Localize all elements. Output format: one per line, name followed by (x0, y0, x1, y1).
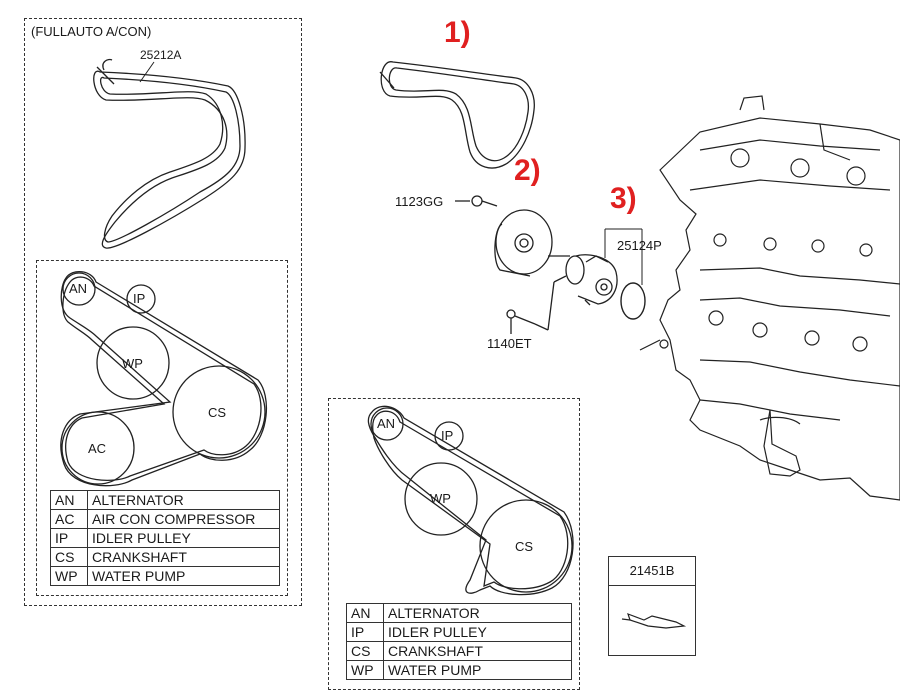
bottom-pulley-wp (404, 462, 478, 536)
marker-3: 3) (610, 182, 637, 215)
legend-abbr: WP (50, 566, 88, 586)
legend-abbr: AN (346, 603, 384, 623)
sealant-part-number: 21451B (609, 557, 695, 586)
sealant-tube-drawing (621, 612, 687, 629)
bolt-top-drawing (455, 195, 498, 207)
legend-abbr: IP (50, 528, 88, 548)
legend-abbr: IP (346, 622, 384, 642)
legend-name: IDLER PULLEY (87, 528, 280, 548)
left-label-ac: AC (88, 441, 107, 456)
sealant-part-box: 21451B (608, 556, 696, 656)
left-panel (24, 18, 302, 606)
legend-abbr: CS (346, 641, 384, 661)
bottom-label-ip: IP (441, 428, 454, 443)
legend-name: AIR CON COMPRESSOR (87, 509, 280, 529)
label-bolt-bottom: 1140ET (487, 336, 532, 351)
legend-name: IDLER PULLEY (383, 622, 572, 642)
bottom-label-wp: WP (430, 491, 451, 506)
left-belt-leader (139, 61, 155, 83)
left-routing-drawing (60, 271, 268, 487)
water-pump-drawing (565, 254, 618, 306)
left-label-wp: WP (122, 356, 143, 371)
bolt-bottom-drawing (506, 275, 567, 334)
left-label-an: AN (69, 281, 88, 296)
legend-name: ALTERNATOR (383, 603, 572, 623)
gasket-leader (604, 228, 643, 285)
center-belt-drawing (379, 61, 535, 169)
bottom-pulley-cs (479, 499, 573, 593)
left-label-cs: CS (208, 405, 227, 420)
legend-name: CRANKSHAFT (87, 547, 280, 567)
water-pump-pulley-drawing (494, 209, 570, 277)
left-panel-caption: (FULLAUTO A/CON) (31, 24, 152, 39)
bottom-routing-drawing (367, 405, 574, 596)
gasket-drawing (620, 282, 646, 320)
legend-name: ALTERNATOR (87, 490, 280, 510)
bottom-panel (328, 398, 580, 690)
belt-part-label: 25212A (140, 48, 182, 62)
legend-abbr: AC (50, 509, 88, 529)
legend-name: WATER PUMP (383, 660, 572, 680)
left-pulley-ip (126, 284, 156, 314)
left-belt-drawing (93, 58, 246, 249)
legend-abbr: WP (346, 660, 384, 680)
left-label-ip: IP (133, 291, 146, 306)
bottom-label-cs: CS (515, 539, 534, 554)
legend-name: WATER PUMP (87, 566, 280, 586)
left-pulley-cs (172, 365, 266, 459)
left-routing-panel (36, 260, 288, 596)
left-pulley-an (62, 272, 96, 306)
left-pulley-wp (96, 326, 170, 400)
marker-1: 1) (444, 16, 471, 49)
label-bolt-top: 1123GG (395, 194, 444, 209)
legend-name: CRANKSHAFT (383, 641, 572, 661)
label-gasket: 25124P (617, 238, 662, 253)
bottom-label-an: AN (377, 416, 396, 431)
engine-block-drawing (639, 95, 900, 501)
legend-abbr: AN (50, 490, 88, 510)
legend-abbr: CS (50, 547, 88, 567)
marker-2: 2) (514, 154, 541, 187)
